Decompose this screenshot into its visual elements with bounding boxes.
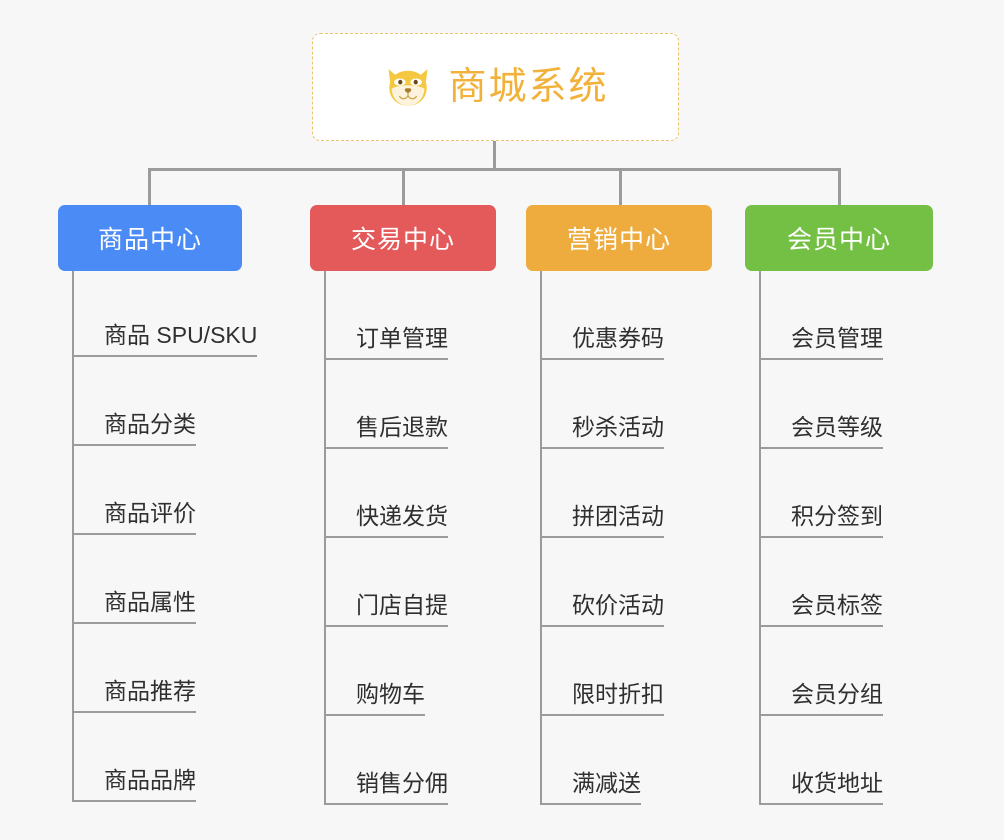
branch-items-4: 会员管理 会员等级 积分签到 会员标签 会员分组 收货地址 <box>759 271 933 805</box>
leaf-rule <box>542 358 572 360</box>
branch-items-1: 商品 SPU/SKU 商品分类 商品评价 商品属性 商品推荐 商品品牌 <box>72 271 258 802</box>
leaf-rule <box>326 625 356 627</box>
list-item[interactable]: 商品 SPU/SKU <box>74 271 258 357</box>
list-item[interactable]: 限时折扣 <box>542 627 712 716</box>
list-item[interactable]: 商品属性 <box>74 535 257 624</box>
list-item-label: 积分签到 <box>791 503 883 538</box>
leaf-rule <box>542 714 572 716</box>
leaf-rule <box>74 711 104 713</box>
list-item-label: 商品品牌 <box>104 767 196 802</box>
list-item[interactable]: 会员标签 <box>761 538 933 627</box>
list-item-label: 购物车 <box>356 681 425 716</box>
branch-header-1[interactable]: 商品中心 <box>58 205 242 271</box>
leaf-rule <box>326 447 356 449</box>
list-item[interactable]: 收货地址 <box>761 716 933 805</box>
branch-label: 会员中心 <box>786 226 891 254</box>
connector-drop-3 <box>619 168 622 205</box>
list-item-label: 会员分组 <box>791 681 883 716</box>
list-item[interactable]: 拼团活动 <box>542 449 712 538</box>
list-item-label: 商品推荐 <box>104 678 196 713</box>
leaf-rule <box>761 714 791 716</box>
root-title: 商城系统 <box>448 66 609 108</box>
list-item[interactable]: 快递发货 <box>326 449 496 538</box>
list-item-label: 订单管理 <box>356 325 448 360</box>
leaf-rule <box>761 447 791 449</box>
branch-column-1: 商品中心 商品 SPU/SKU 商品分类 商品评价 商品属性 商品推荐 <box>58 205 258 802</box>
leaf-rule <box>761 358 791 360</box>
list-item[interactable]: 购物车 <box>326 627 496 716</box>
list-item-label: 商品 SPU/SKU <box>104 322 258 357</box>
leaf-rule <box>761 536 791 538</box>
leaf-rule <box>74 800 104 802</box>
list-item-label: 会员等级 <box>791 414 883 449</box>
list-item-label: 限时折扣 <box>572 681 664 716</box>
list-item-label: 商品分类 <box>104 411 196 446</box>
list-item[interactable]: 会员分组 <box>761 627 933 716</box>
connector-bus-bar <box>148 168 841 171</box>
branch-header-2[interactable]: 交易中心 <box>310 205 496 271</box>
list-item-label: 会员标签 <box>791 592 883 627</box>
list-item-label: 收货地址 <box>791 770 883 805</box>
list-item-label: 销售分佣 <box>356 770 448 805</box>
list-item[interactable]: 秒杀活动 <box>542 360 712 449</box>
list-item-label: 商品属性 <box>104 589 196 624</box>
list-item[interactable]: 商品评价 <box>74 446 257 535</box>
connector-root-stem <box>493 141 496 170</box>
list-item-label: 会员管理 <box>791 325 883 360</box>
branch-column-3: 营销中心 优惠券码 秒杀活动 拼团活动 砍价活动 限时折扣 <box>526 205 712 805</box>
list-item-label: 商品评价 <box>104 500 196 535</box>
root-node[interactable]: 商城系统 <box>312 33 679 141</box>
list-item[interactable]: 商品品牌 <box>74 713 257 802</box>
list-item-label: 秒杀活动 <box>572 414 664 449</box>
branch-items-3: 优惠券码 秒杀活动 拼团活动 砍价活动 限时折扣 满减送 <box>540 271 712 805</box>
branch-label: 营销中心 <box>566 226 671 254</box>
connector-drop-1 <box>148 168 151 205</box>
list-item[interactable]: 商品推荐 <box>74 624 257 713</box>
leaf-rule <box>542 447 572 449</box>
list-item[interactable]: 商品分类 <box>74 357 257 446</box>
list-item-label: 快递发货 <box>356 503 448 538</box>
branch-column-4: 会员中心 会员管理 会员等级 积分签到 会员标签 会员分组 <box>745 205 933 805</box>
branch-column-2: 交易中心 订单管理 售后退款 快递发货 门店自提 购物车 <box>310 205 496 805</box>
list-item[interactable]: 砍价活动 <box>542 538 712 627</box>
branch-header-3[interactable]: 营销中心 <box>526 205 712 271</box>
list-item-label: 满减送 <box>572 770 641 805</box>
list-item[interactable]: 优惠券码 <box>542 271 712 360</box>
leaf-rule <box>326 714 356 716</box>
branch-label: 商品中心 <box>97 226 202 254</box>
leaf-rule <box>542 803 572 805</box>
leaf-rule <box>326 803 356 805</box>
leaf-rule <box>326 358 356 360</box>
leaf-rule <box>74 622 104 624</box>
leaf-rule <box>761 625 791 627</box>
list-item[interactable]: 会员等级 <box>761 360 933 449</box>
list-item-label: 砍价活动 <box>572 592 664 627</box>
leaf-rule <box>74 444 104 446</box>
list-item[interactable]: 订单管理 <box>326 271 496 360</box>
leaf-rule <box>542 625 572 627</box>
branch-header-4[interactable]: 会员中心 <box>745 205 933 271</box>
list-item[interactable]: 会员管理 <box>761 271 933 360</box>
connector-drop-2 <box>402 168 405 205</box>
leaf-rule <box>74 355 104 357</box>
leaf-rule <box>326 536 356 538</box>
list-item-label: 优惠券码 <box>572 325 664 360</box>
branch-label: 交易中心 <box>350 226 455 254</box>
leaf-rule <box>74 533 104 535</box>
list-item[interactable]: 销售分佣 <box>326 716 496 805</box>
list-item[interactable]: 门店自提 <box>326 538 496 627</box>
connector-drop-4 <box>838 168 841 205</box>
leaf-rule <box>761 803 791 805</box>
list-item-label: 拼团活动 <box>572 503 664 538</box>
leaf-rule <box>542 536 572 538</box>
branch-items-2: 订单管理 售后退款 快递发货 门店自提 购物车 销售分佣 <box>324 271 496 805</box>
list-item-label: 门店自提 <box>356 592 448 627</box>
list-item-label: 售后退款 <box>356 414 448 449</box>
shiba-dog-face-icon <box>388 69 428 106</box>
list-item[interactable]: 积分签到 <box>761 449 933 538</box>
list-item[interactable]: 满减送 <box>542 716 712 805</box>
list-item[interactable]: 售后退款 <box>326 360 496 449</box>
